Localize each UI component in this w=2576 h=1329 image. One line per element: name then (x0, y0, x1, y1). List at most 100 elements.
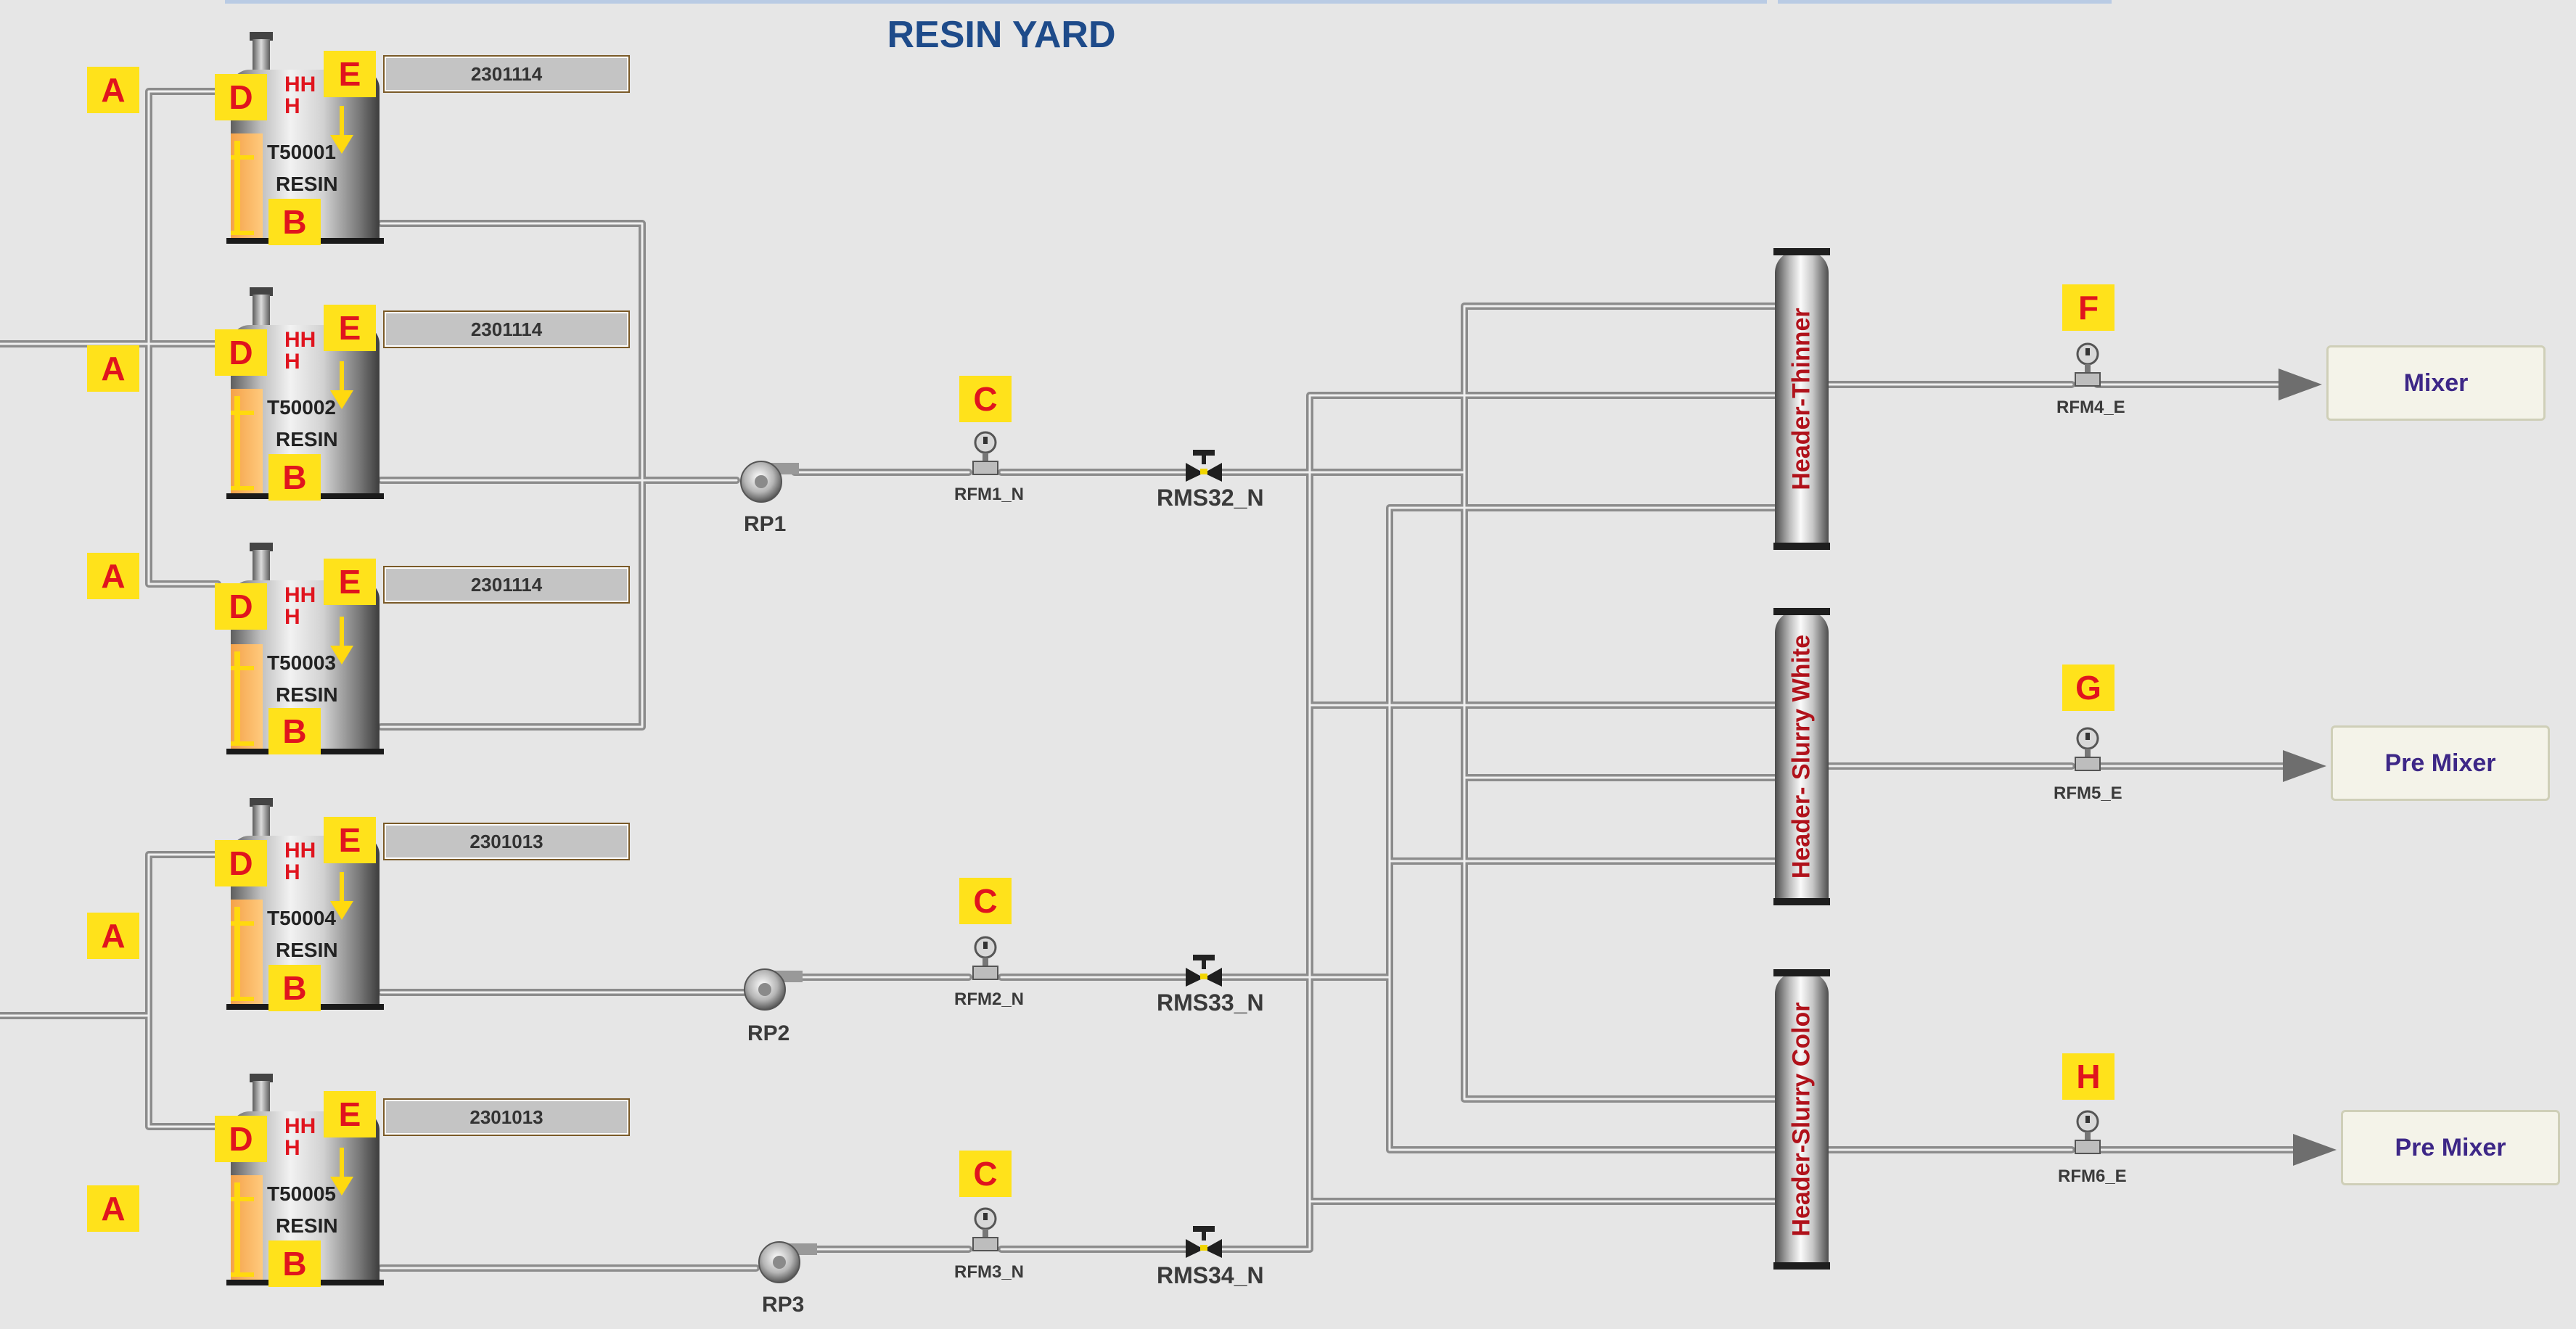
tag-e: E (324, 817, 376, 863)
level-arrow-icon (340, 872, 344, 907)
tag-b: B (268, 199, 321, 245)
flow-meter-icon[interactable] (2071, 1110, 2104, 1158)
tank-cap (250, 287, 273, 296)
tank-id-label: T50003 (267, 651, 336, 674)
tank-cap (250, 32, 273, 41)
tank-t50004[interactable]: HH H T50004 RESIN (226, 792, 384, 1010)
flow-meter-icon[interactable] (969, 431, 1002, 479)
batch-number-display: 2301013 (383, 1098, 630, 1136)
header-top-cap (1773, 608, 1830, 615)
level-arrow-icon (340, 617, 344, 651)
level-gauge-tick (231, 486, 254, 490)
level-gauge-tick (231, 155, 254, 160)
destination-mixer[interactable]: Mixer (2326, 345, 2546, 421)
tag-c: C (959, 376, 1012, 422)
tank-id-label: T50001 (267, 141, 336, 163)
level-gauge-tick (231, 666, 254, 670)
header-bottom-cap (1773, 1262, 1830, 1270)
header-top-cap (1773, 969, 1830, 976)
tag-a: A (87, 913, 139, 959)
valve-icon[interactable] (1184, 1226, 1223, 1259)
high-high-alarm-label: HH H (284, 1114, 316, 1160)
flow-meter-icon[interactable] (969, 936, 1002, 984)
valve-icon[interactable] (1184, 955, 1223, 988)
header-slurry-white[interactable]: Header- Slurry White (1773, 608, 1830, 905)
tank-material-label: RESIN (276, 173, 338, 195)
destination-pre-mixer[interactable]: Pre Mixer (2331, 725, 2550, 801)
tag-b: B (268, 454, 321, 501)
batch-number-display: 2301114 (383, 55, 630, 93)
tank-id-label: T50002 (267, 396, 336, 419)
flow-meter-icon[interactable] (2071, 727, 2104, 775)
tank-material-label: RESIN (276, 939, 338, 961)
valve-label: RMS32_N (1157, 485, 1264, 511)
valve-icon[interactable] (1184, 450, 1223, 483)
level-gauge-tick (231, 1272, 254, 1277)
flow-arrow-icon (2293, 1134, 2337, 1166)
tag-b: B (268, 965, 321, 1011)
tank-neck (253, 1081, 270, 1113)
tag-e: E (324, 51, 376, 97)
header-thinner-label: Header-Thinner (1787, 308, 1816, 490)
tag-a: A (87, 553, 139, 599)
header-bottom-cap (1773, 898, 1830, 905)
flow-meter-label: RFM5_E (2054, 783, 2122, 803)
tag-d: D (215, 840, 267, 886)
tank-cap (250, 798, 273, 807)
flow-meter-icon[interactable] (2071, 342, 2104, 390)
tag-d: D (215, 74, 267, 120)
level-gauge-tick (231, 921, 254, 926)
level-gauge (234, 1182, 240, 1277)
header-slurry-color[interactable]: Header-Slurry Color (1773, 969, 1830, 1270)
tag-e: E (324, 559, 376, 605)
header-thinner[interactable]: Header-Thinner (1773, 248, 1830, 550)
tag-a: A (87, 67, 139, 113)
level-gauge (234, 396, 240, 490)
tank-cap (250, 1074, 273, 1082)
header-slurry-color-label: Header-Slurry Color (1787, 1002, 1816, 1237)
high-high-alarm-label: HH H (284, 583, 316, 629)
level-arrow-icon (340, 1148, 344, 1182)
tag-h: H (2062, 1053, 2114, 1100)
valve-label: RMS33_N (1157, 989, 1264, 1016)
level-gauge-tick (231, 411, 254, 415)
tag-a: A (87, 345, 139, 392)
header-top-cap (1773, 248, 1830, 255)
destination-pre-mixer-2[interactable]: Pre Mixer (2341, 1110, 2560, 1185)
tank-material-label: RESIN (276, 1214, 338, 1237)
tank-neck (253, 39, 270, 71)
pump-icon[interactable] (755, 1236, 817, 1284)
level-gauge-tick (231, 1197, 254, 1201)
tank-neck (253, 295, 270, 326)
level-arrow-head-icon (330, 135, 353, 154)
level-arrow-head-icon (330, 646, 353, 664)
header-slurry-white-label: Header- Slurry White (1787, 634, 1816, 879)
tank-material-label: RESIN (276, 428, 338, 450)
flow-meter-label: RFM4_E (2056, 398, 2125, 417)
tank-material-label: RESIN (276, 683, 338, 706)
batch-number-display: 2301114 (383, 310, 630, 348)
tag-d: D (215, 583, 267, 630)
level-arrow-head-icon (330, 901, 353, 920)
level-arrow-icon (340, 361, 344, 396)
flow-meter-label: RFM2_N (954, 989, 1025, 1009)
header-bottom-cap (1773, 543, 1830, 550)
flow-meter-label: RFM6_E (2058, 1167, 2127, 1186)
level-gauge (234, 141, 240, 235)
tank-neck (253, 805, 270, 837)
top-scroll-bar-right[interactable] (1778, 0, 2112, 4)
pump-label: RP2 (747, 1021, 790, 1045)
level-gauge-tick (231, 997, 254, 1001)
flow-arrow-icon (2278, 369, 2322, 400)
batch-number-display: 2301013 (383, 823, 630, 860)
tag-c: C (959, 878, 1012, 924)
flow-meter-icon[interactable] (969, 1207, 1002, 1255)
page-title: RESIN YARD (887, 14, 1116, 56)
pump-icon[interactable] (737, 456, 799, 503)
tag-g: G (2062, 664, 2114, 711)
pump-icon[interactable] (740, 963, 803, 1011)
tank-id-label: T50005 (267, 1182, 336, 1205)
top-scroll-bar[interactable] (225, 0, 1767, 4)
